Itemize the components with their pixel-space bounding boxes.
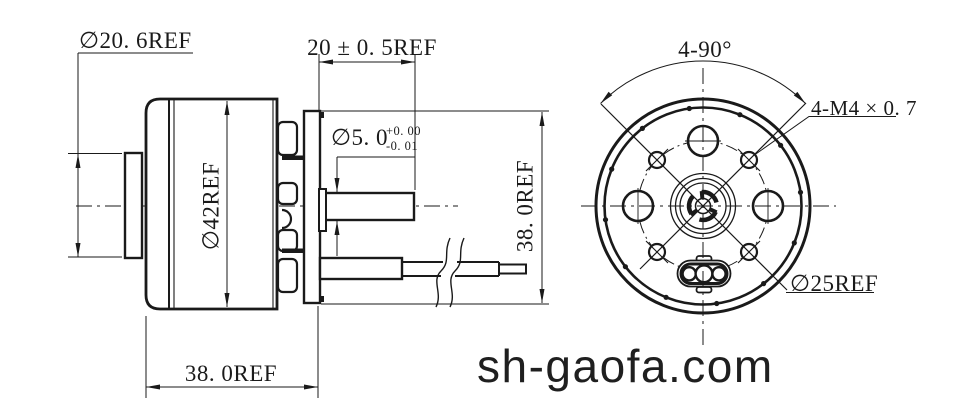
break-line-1 — [435, 237, 451, 308]
dim-shaft-tolerance: +0. 00 -0. 01 — [386, 124, 421, 154]
dim-angle-arc — [600, 60, 806, 104]
dim-flange-lines — [321, 110, 549, 305]
retaining-clip — [686, 189, 719, 223]
dim-hole-angle-label: 4-90° — [678, 37, 732, 62]
m4-leader-line — [752, 116, 896, 157]
tab-bar-bottom — [282, 248, 305, 253]
dim-shaft-diameter-label: ∅5. 0 — [331, 125, 389, 150]
diagonal-centerlines — [600, 102, 807, 291]
dim-flange-size-label: 38. 0REF — [512, 159, 538, 253]
m4-hole-cross-ticks — [645, 148, 761, 264]
plate-nub-bottom — [319, 296, 324, 302]
dim-mounting-holes-label: 4-M4 × 0. 7 — [811, 96, 918, 120]
side-view — [68, 52, 549, 398]
side-view-dimensions — [68, 52, 549, 398]
dim-shaft-extension-label: 20 ± 0. 5REF — [307, 35, 437, 60]
dim-shaft-tolerance-lower: -0. 01 — [386, 138, 419, 153]
lead-wire — [318, 237, 527, 308]
dim-shaft-tolerance-upper: +0. 00 — [386, 124, 422, 138]
bearing-boss — [318, 188, 327, 232]
watermark-text: sh-gaofa.com — [477, 340, 774, 392]
motor-rear-cap — [123, 151, 144, 260]
terminal-connector — [676, 255, 732, 294]
center-hub — [669, 172, 737, 240]
motor-body — [144, 97, 279, 311]
dim-body-length-label: 38. 0REF — [184, 361, 278, 386]
dim-cap-diameter-label: ∅20. 6REF — [79, 28, 192, 53]
tab-bar-top — [282, 155, 305, 160]
dim-shaft-extension-lines — [318, 54, 416, 190]
dim-body-diameter-label: ∅42REF — [198, 161, 224, 251]
mounting-plate — [302, 109, 322, 305]
break-line-2 — [449, 237, 465, 308]
front-view — [581, 60, 896, 346]
dim-body-length-lines — [145, 306, 319, 398]
dim-bolt-circle-label: ∅25REF — [790, 271, 879, 296]
hole-tick-marks — [637, 140, 769, 224]
plate-nub-top — [319, 112, 324, 118]
mounting-tabs — [276, 120, 299, 294]
output-shaft — [322, 191, 416, 222]
rim-dots — [602, 105, 804, 307]
